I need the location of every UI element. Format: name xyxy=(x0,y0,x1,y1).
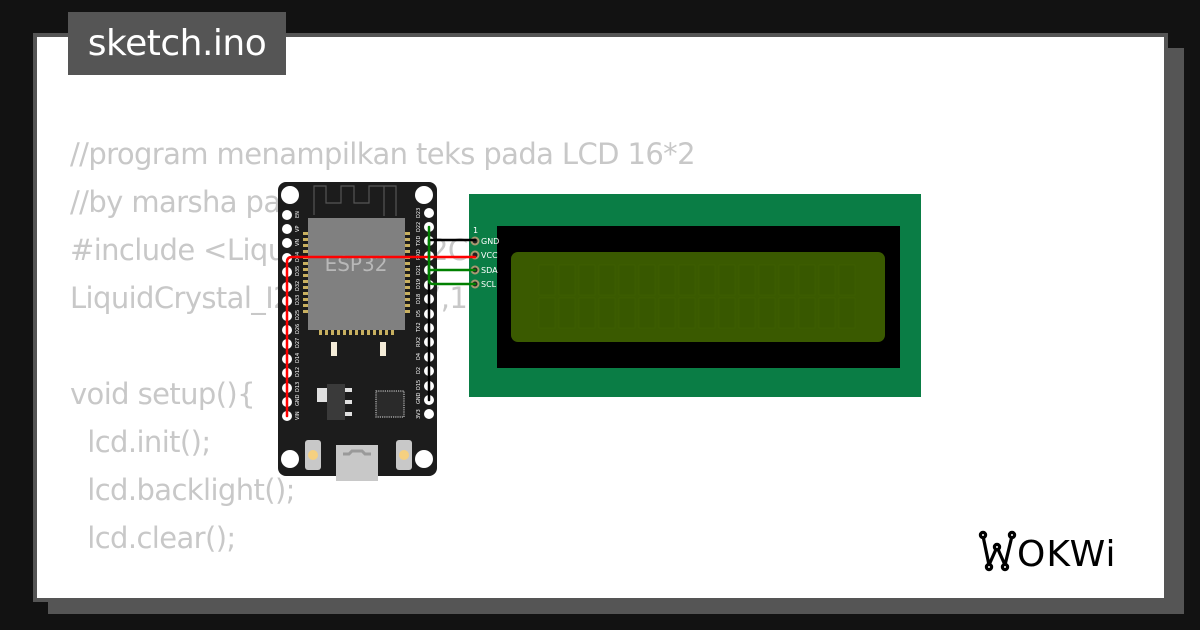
mounting-hole xyxy=(281,186,299,204)
pin-label: D22 xyxy=(416,222,422,232)
file-tab[interactable]: sketch.ino xyxy=(68,12,286,75)
pin-label: VIN xyxy=(295,411,301,420)
pin-label: TXD xyxy=(416,236,422,247)
pin-label: GND xyxy=(416,392,422,404)
pin-label: D2 xyxy=(416,367,422,374)
code-line: lcd.clear(); xyxy=(70,521,236,555)
wokwi-logo-text: OKWi xyxy=(1017,534,1116,575)
pin-label: D15 xyxy=(416,380,422,390)
lcd-pin-sda: SDA xyxy=(481,266,498,275)
lcd-pin1-label: 1 xyxy=(473,226,478,235)
pin-label: RXD xyxy=(416,249,422,260)
pin-label: D32 xyxy=(295,281,301,291)
mounting-hole xyxy=(415,186,433,204)
lcd-pin-vcc: VCC xyxy=(481,251,498,260)
mounting-hole xyxy=(415,450,433,468)
pin-label: D35 xyxy=(295,266,301,276)
lcd-pin-scl: SCL xyxy=(481,280,497,289)
pin-label: D5 xyxy=(416,310,422,317)
pin-label: RX2 xyxy=(416,337,422,347)
pin-label: EN xyxy=(295,211,301,218)
pin-label: D33 xyxy=(295,295,301,305)
pin-label: D25 xyxy=(295,310,301,320)
pin-label: D18 xyxy=(416,294,422,304)
pin-label: TX2 xyxy=(416,322,422,333)
wokwi-logo: OKWi xyxy=(978,530,1116,575)
pin-label: D19 xyxy=(416,279,422,289)
pin-label: VN xyxy=(295,239,301,246)
wire-vcc[interactable] xyxy=(285,255,477,418)
code-line: //program menampilkan teks pada LCD 16*2 xyxy=(70,137,696,171)
pin-label: D13 xyxy=(295,382,301,392)
pin-label: D4 xyxy=(416,353,422,360)
lcd-char-cells xyxy=(538,264,856,329)
mounting-hole xyxy=(281,450,299,468)
pin-label: D12 xyxy=(295,367,301,377)
esp32-module xyxy=(308,218,405,330)
pin-label: D26 xyxy=(295,324,301,334)
wire-scl[interactable] xyxy=(427,225,477,286)
lcd-display[interactable]: 1 GND VCC SDA SCL xyxy=(469,194,921,397)
pin-label: GND xyxy=(295,394,301,406)
code-line: lcd.backlight(); xyxy=(70,473,295,507)
esp32-board[interactable]: ESP32 EN VP VN D34 D35 D32 D33 D25 xyxy=(278,182,437,481)
pin-label: D14 xyxy=(295,353,301,363)
code-line: lcd.init(); xyxy=(70,425,211,459)
code-line: void setup(){ xyxy=(70,377,256,411)
esp32-label: ESP32 xyxy=(325,252,388,276)
pin-label: D27 xyxy=(295,338,301,348)
pin-label: D23 xyxy=(416,208,422,218)
antenna-icon xyxy=(313,185,397,216)
pin-label: 3V3 xyxy=(416,409,422,419)
lcd-pin-gnd: GND xyxy=(481,237,499,246)
pin-label: VP xyxy=(295,226,301,232)
pin-label: D21 xyxy=(416,265,422,275)
